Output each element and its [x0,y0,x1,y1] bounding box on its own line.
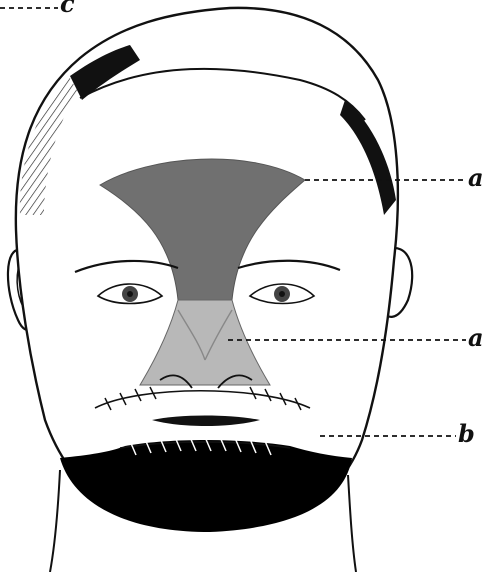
neck-left [50,470,60,572]
label-lower-face: b [458,422,475,446]
label-c: c [60,0,75,16]
label-forehead-flap: a [468,166,484,190]
label-nose-flap: a [468,326,484,350]
beard [60,440,352,532]
neck-right [348,475,356,572]
